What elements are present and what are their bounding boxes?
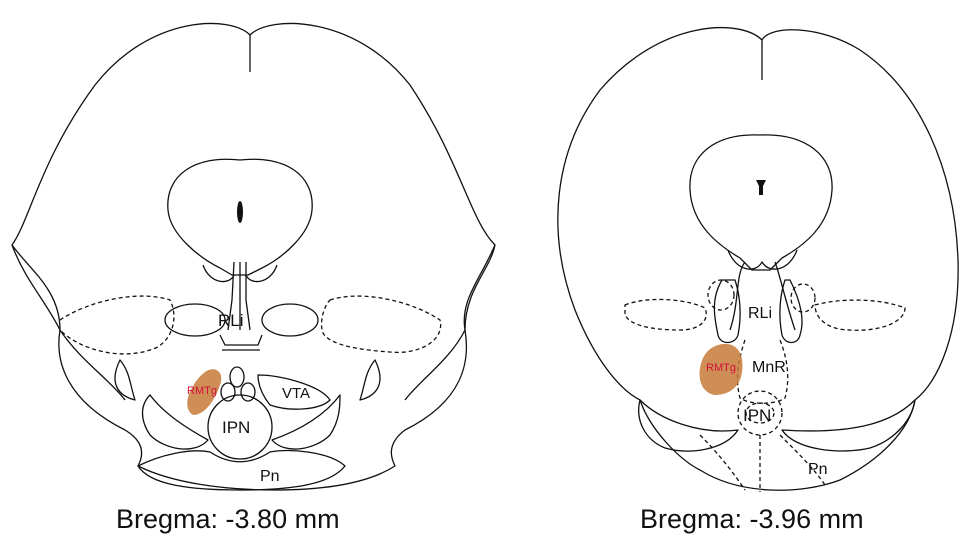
brain-section-right: RLi RMTg MnR IPN Pn [558, 28, 958, 492]
right-dashed-ring-right [791, 284, 815, 312]
left-label-rmtg: RMTg [187, 385, 217, 397]
left-label-pn: Pn [260, 468, 280, 485]
left-label-vta: VTA [282, 385, 310, 402]
left-pn-lower [138, 451, 345, 490]
right-stalk-cap [728, 250, 797, 269]
left-label-rli: RLi [218, 311, 244, 330]
right-label-pn: Pn [808, 461, 828, 478]
caption-left: Bregma: -3.80 mm [116, 504, 340, 535]
left-rli-wedge [220, 335, 262, 350]
right-dashed-ring-left [708, 280, 734, 310]
left-pn-wing-right [272, 395, 340, 449]
right-label-rli: RLi [748, 305, 772, 322]
right-dashed-tract-right [815, 300, 905, 330]
caption-right: Bregma: -3.96 mm [640, 504, 864, 535]
right-ml-lobe [262, 304, 318, 336]
right-ventricle-body [690, 135, 832, 270]
left-label-ipn: IPN [222, 418, 250, 437]
right-dashed-tract [322, 296, 441, 352]
right-label-ipn: IPN [743, 406, 771, 425]
right-aqueduct [756, 180, 766, 195]
left-section-outline [12, 23, 495, 490]
brain-section-left: RLi RMTg VTA IPN Pn [12, 23, 495, 490]
right-rli-left-lobe [714, 280, 740, 343]
right-label-mnr: MnR [752, 359, 786, 376]
left-dashed-tract [60, 296, 174, 354]
right-dashed-tract-left [625, 299, 706, 330]
left-small-oval-b [221, 383, 235, 401]
left-fold [12, 245, 125, 400]
right-label-rmtg: RMTg [706, 362, 736, 374]
left-aqueduct [237, 201, 243, 223]
right-pn-wing-right [782, 400, 915, 451]
right-fold [405, 245, 495, 400]
right-inner-lobe [360, 360, 380, 400]
left-inner-lobe [115, 360, 135, 400]
